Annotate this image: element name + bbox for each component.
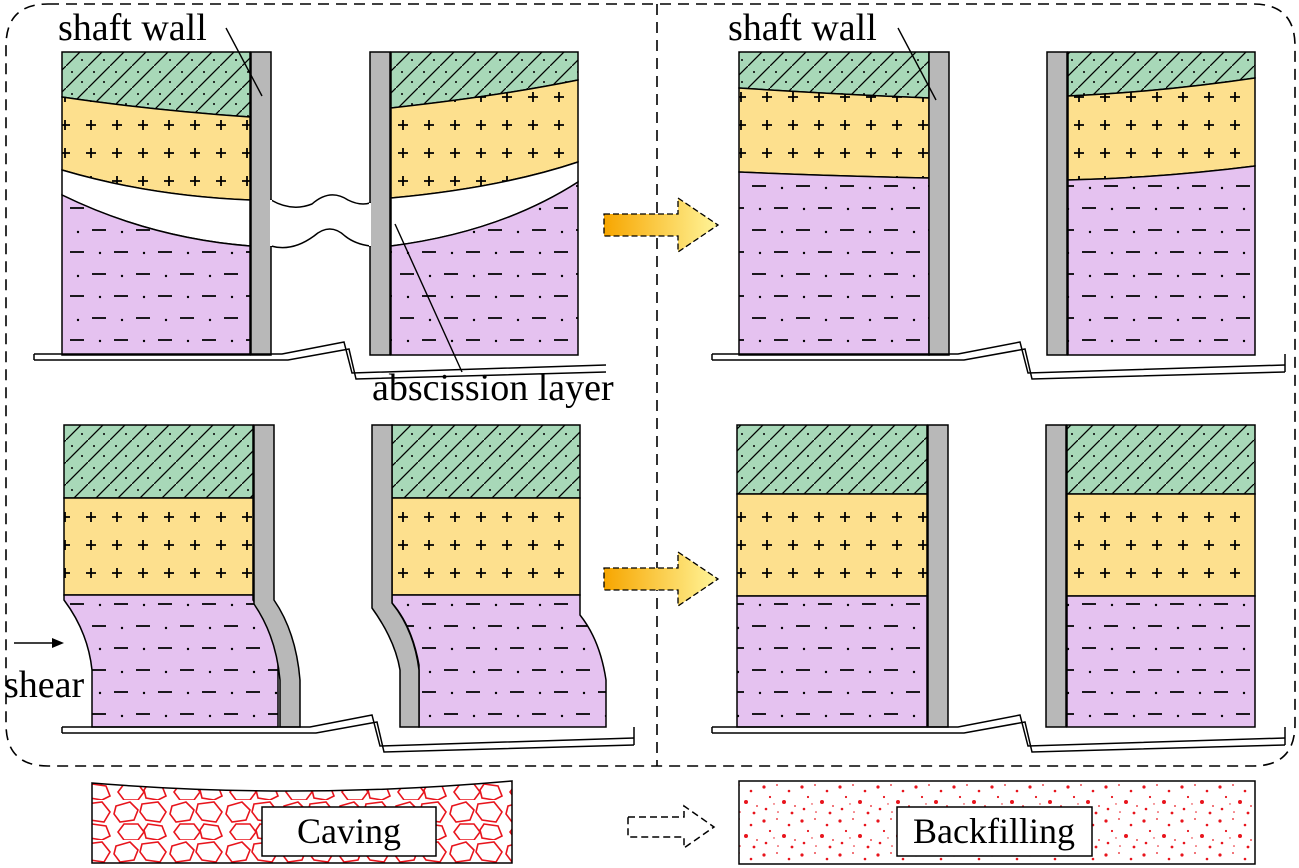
shaft-wall-label-left: shaft wall [58, 7, 207, 49]
shaft-wall-label-right: shaft wall [728, 7, 877, 49]
transition-arrow-top [603, 196, 720, 254]
transition-arrow-bottom [603, 550, 720, 608]
legend-arrow [627, 804, 716, 850]
caving-label: Caving [297, 811, 401, 851]
dashed-frame [5, 3, 1296, 767]
panel-bottom-right [711, 424, 1286, 753]
backfilling-label-box [896, 806, 1093, 857]
abscission-layer-label: abscission layer [372, 367, 614, 409]
panel-bottom-left [14, 424, 635, 753]
panel-top-right [711, 27, 1286, 380]
panel-top-left [33, 27, 607, 380]
backfilling-label: Backfilling [913, 811, 1075, 851]
legend: Caving Backfilling [91, 780, 1256, 865]
shear-label: shear [4, 664, 85, 706]
caving-label-box [261, 806, 437, 857]
